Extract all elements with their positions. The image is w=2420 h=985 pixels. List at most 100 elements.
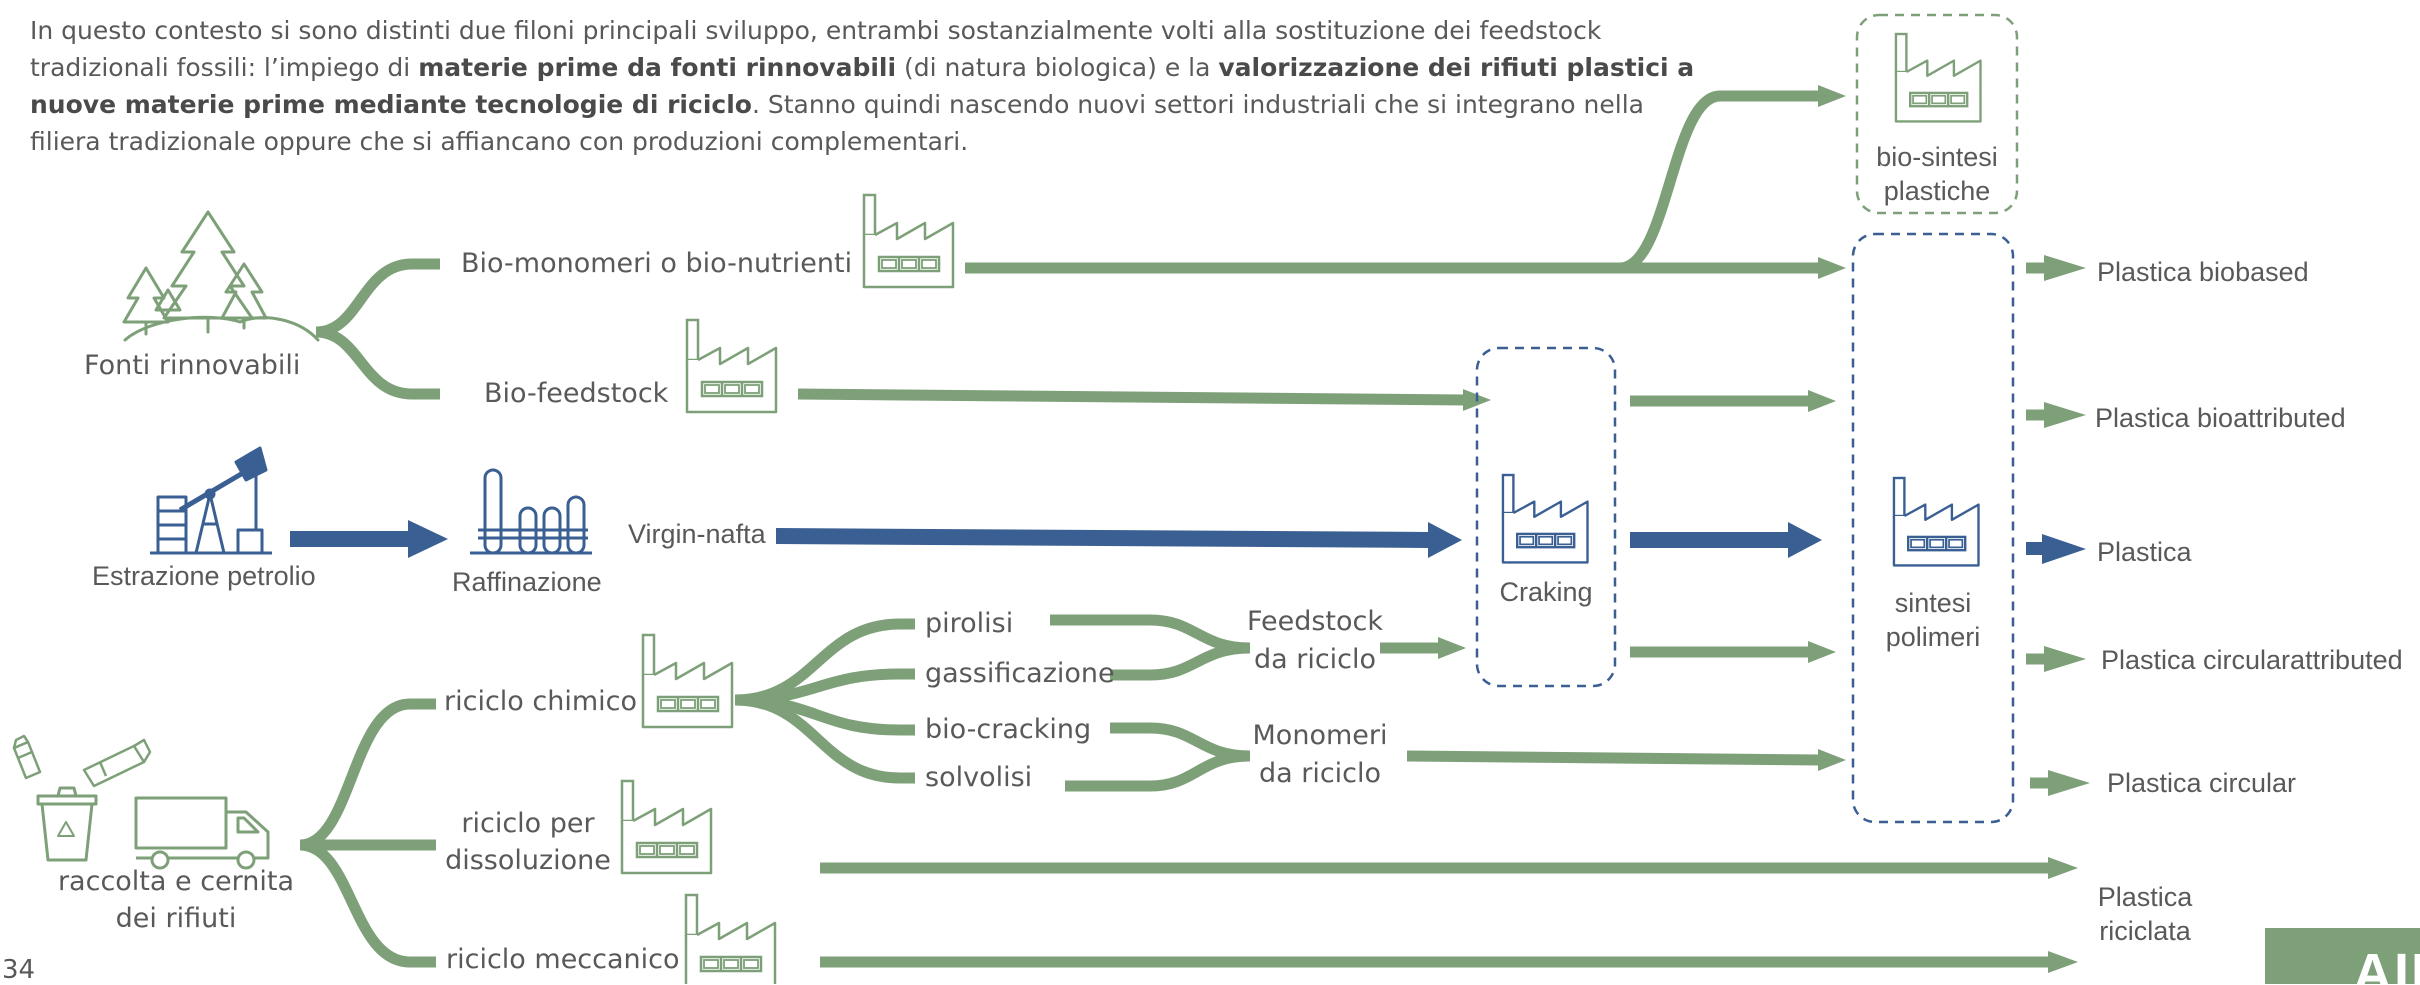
fork-mechanical-recycling	[299, 839, 436, 968]
merge-bio-cracking	[1110, 722, 1251, 762]
merge-gasification	[1110, 642, 1251, 681]
arrowhead-biosintesi-in	[1818, 85, 1846, 107]
intro-paragraph: In questo contesto si sono distinti due …	[30, 12, 1720, 160]
fork-bio-feedstock	[315, 326, 440, 400]
label-waste-line1: raccolta e cernita	[57, 866, 295, 897]
label-gasification: gassificazione	[925, 658, 1115, 689]
output-recycled-line2: riciclata	[2099, 916, 2191, 946]
label-recycled-monomers: Monomeri da riciclo	[1245, 720, 1395, 790]
label-bio-monomers: Bio-monomeri o bio-nutrienti	[461, 248, 853, 279]
label-cracking: Craking	[1499, 577, 1593, 607]
output-circular: Plastica circular	[2107, 768, 2297, 798]
label-recycled-monomers-line2: da riciclo	[1258, 758, 1382, 789]
label-chemical-recycling: riciclo chimico	[444, 686, 638, 717]
label-virgin-naphtha: Virgin-nafta	[628, 519, 766, 549]
label-biosynthesis: bio-sintesi plastiche	[1857, 140, 2017, 208]
label-dissolution-line2: dissoluzione	[445, 845, 611, 876]
recycle-bin-icon	[36, 786, 98, 862]
biosynthesis-dashed-box	[1855, 13, 2019, 215]
arrowhead-synthesis-upper	[1808, 390, 1836, 412]
arrowhead-synthesis-lower	[1808, 641, 1836, 663]
output-plastic: Plastica	[2097, 537, 2192, 567]
arrowhead-circular	[2048, 770, 2090, 796]
label-recycled-monomers-line1: Monomeri	[1252, 720, 1388, 751]
label-bio-cracking: bio-cracking	[925, 714, 1092, 745]
arrowhead-circularattributed	[2044, 646, 2086, 672]
green-arrowheads	[1438, 85, 2090, 973]
fork-chemical-recycling	[299, 698, 436, 851]
label-solvolysis: solvolisi	[925, 762, 1033, 793]
intro-text-3: . Stanno quindi nascendo nuovi settori i…	[30, 90, 1644, 156]
label-polymer-synthesis-line2: polimeri	[1885, 622, 1981, 652]
label-biosynthesis-line1: bio-sintesi	[1876, 142, 1998, 172]
label-refining: Raffinazione	[452, 567, 602, 597]
label-recycled-feedstock: Feedstock da riciclo	[1240, 606, 1390, 676]
arrowhead-monomers-synthesis	[1818, 749, 1846, 771]
oil-pumpjack-icon	[150, 446, 272, 555]
label-mechanical-recycling: riciclo meccanico	[446, 944, 680, 975]
arrowhead-feedstock-cracking	[1438, 637, 1466, 659]
arrowhead-mechanical	[2048, 951, 2078, 973]
label-dissolution-recycling: riciclo per dissoluzione	[438, 808, 618, 877]
label-polymer-synthesis-line1: sintesi	[1894, 588, 1972, 618]
intro-bold-recycling: valorizzazione dei rifiuti plastici a nu…	[30, 53, 1695, 119]
page-number: 34	[2, 955, 36, 985]
factory-icon-bio-feedstock	[685, 318, 778, 414]
logo-text: AID	[2353, 943, 2420, 984]
factory-icon-cracking	[1501, 473, 1589, 564]
merge-pyrolysis	[1050, 614, 1251, 654]
output-circular-attributed: Plastica circularattributed	[2101, 645, 2403, 675]
merge-solvolysis	[1065, 750, 1251, 792]
arrowhead-biosynthesis-in	[1818, 257, 1846, 279]
polymer-synthesis-dashed-box	[1851, 232, 2015, 824]
arrowhead-plastic	[2042, 534, 2086, 564]
arrow-cracking-to-synthesis	[1630, 532, 1790, 548]
cracking-dashed-box	[1475, 346, 1617, 688]
factory-icon-bio-monomers	[862, 193, 955, 289]
output-recycled-plastic: Plastica riciclata	[2080, 880, 2210, 948]
label-polymer-synthesis: sintesi polimeri	[1853, 586, 2013, 654]
bottle-icon-2	[82, 738, 152, 788]
arrow-to-plastic	[2026, 542, 2044, 555]
factory-icon-polymer-synthesis	[1892, 476, 1980, 567]
line-monomers-to-synthesis	[1406, 750, 1821, 766]
output-biobased: Plastica biobased	[2097, 257, 2309, 287]
arrowhead-refinery-in	[408, 520, 448, 558]
label-waste-line2: dei rifiuti	[115, 903, 237, 934]
arrow-naphtha-to-cracking	[776, 528, 1430, 548]
fork-solvolysis	[734, 694, 915, 784]
curve-to-biosintesi	[1618, 90, 1820, 274]
factory-icon-mechanical-recycling	[684, 893, 777, 984]
label-biosynthesis-line2: plastiche	[1883, 176, 1991, 206]
arrowhead-bioattributed	[2044, 402, 2086, 428]
output-bioattributed: Plastica bioattributed	[2095, 403, 2346, 433]
output-recycled-line1: Plastica	[2097, 882, 2193, 912]
factory-icon-dissolution	[620, 779, 713, 875]
label-pyrolysis: pirolisi	[925, 608, 1014, 639]
green-flow-arrows	[299, 90, 2050, 968]
factory-icon-chemical-recycling	[641, 633, 734, 729]
label-recycled-feedstock-line1: Feedstock	[1246, 606, 1384, 637]
label-renewable-sources: Fonti rinnovabili	[84, 350, 301, 381]
fork-bio-monomers	[315, 258, 440, 338]
arrowhead-cracking-synthesis	[1788, 522, 1822, 558]
brand-logo: AID	[2265, 928, 2420, 984]
label-recycled-feedstock-line2: da riciclo	[1253, 644, 1377, 675]
blue-flow-arrows	[290, 520, 2086, 564]
label-waste-collection: raccolta e cernita dei rifiuti	[36, 866, 316, 935]
line-bio-feedstock	[797, 388, 1466, 406]
intro-text-1: In questo contesto si sono distinti due …	[30, 16, 1602, 82]
label-bio-feedstock: Bio-feedstock	[484, 378, 669, 409]
intro-text-2: (di natura biologica) e la	[896, 53, 1219, 82]
forest-icon	[122, 210, 320, 342]
label-dissolution-line1: riciclo per	[461, 808, 595, 839]
refinery-icon	[470, 468, 592, 555]
label-oil-extraction: Estrazione petrolio	[92, 561, 316, 591]
arrowhead-biobased	[2044, 255, 2086, 281]
arrowhead-naphtha-cracking	[1428, 522, 1462, 558]
factory-icon-biosynthesis	[1894, 32, 1982, 123]
truck-icon	[134, 796, 270, 870]
arrow-oil-to-refinery	[290, 531, 410, 547]
intro-bold-renewables: materie prime da fonti rinnovabili	[418, 53, 897, 82]
